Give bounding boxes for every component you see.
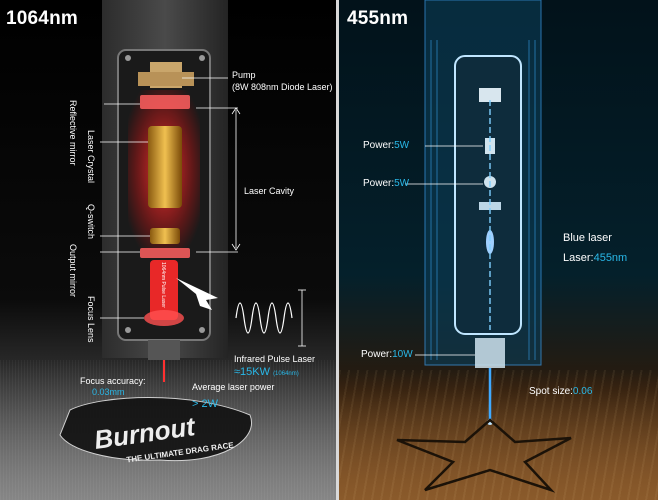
pump-label: Pump bbox=[232, 70, 256, 80]
prism bbox=[486, 230, 494, 254]
laser-cavity-bracket bbox=[231, 107, 241, 251]
power-2-label: Power:5W bbox=[363, 178, 410, 189]
focus-accuracy-label: Focus accuracy: bbox=[80, 376, 146, 386]
laser-cavity-label: Laser Cavity bbox=[244, 186, 295, 196]
power-3-label: Power:10W bbox=[361, 349, 413, 360]
power-1-value: 5W bbox=[394, 140, 410, 151]
blue-laser-label: Blue laser bbox=[563, 232, 612, 244]
spot-size-value: 0.06 bbox=[572, 386, 593, 397]
diode-mount bbox=[479, 88, 501, 102]
left-panel-1064nm: 1064nm Pump (8W 808nm Diode Laser) Refle… bbox=[0, 0, 336, 500]
focus-accuracy-value: 0.03mm bbox=[92, 387, 125, 397]
laser-wavelength-value: 455nm bbox=[593, 252, 628, 264]
pulse-laser-tube bbox=[150, 260, 178, 320]
focus-lens-shape bbox=[144, 310, 184, 326]
output-mirror-shape bbox=[140, 248, 190, 258]
infrared-pulse-label: Infrared Pulse Laser bbox=[234, 354, 316, 364]
engraved-star bbox=[396, 418, 572, 493]
laser-crystal-shape bbox=[148, 126, 182, 208]
average-power-label: Average laser power bbox=[192, 382, 275, 392]
nozzle bbox=[148, 340, 180, 360]
average-power-value: > 2W bbox=[192, 398, 218, 410]
wavelength-title-455: 455nm bbox=[347, 8, 409, 29]
engraving-logo bbox=[59, 397, 252, 462]
right-panel-455nm: 455nm Power:5W Power:5W Blue laser Laser… bbox=[339, 0, 658, 500]
blue-module-window bbox=[454, 55, 522, 335]
blue-laser-module-illustration bbox=[396, 0, 572, 493]
output-mirror-label: Output mirror bbox=[68, 244, 78, 298]
wavelength-title-1064: 1064nm bbox=[6, 8, 78, 29]
power-2-value: 5W bbox=[394, 178, 410, 189]
wood-surface bbox=[339, 370, 658, 500]
laser-wavelength-label: Laser:455nm bbox=[563, 252, 628, 264]
pulse-arrow bbox=[176, 278, 218, 310]
spot-size-label: Spot size:0.06 bbox=[529, 386, 593, 397]
pulse-tube-text: 1064nm Pulse Laser bbox=[160, 262, 166, 308]
focus-lens-label: Focus Lens bbox=[86, 296, 96, 343]
pulse-waveform bbox=[235, 302, 293, 334]
reflective-mirror-shape bbox=[140, 95, 190, 109]
power-1-label: Power:5W bbox=[363, 140, 410, 151]
power-3-value: 10W bbox=[392, 349, 413, 360]
blue-nozzle bbox=[475, 338, 505, 368]
laser-module-illustration bbox=[59, 0, 306, 462]
panel-divider bbox=[336, 0, 339, 500]
q-switch-label: Q-switch bbox=[86, 204, 96, 240]
leader-lines bbox=[100, 77, 238, 319]
laser-crystal-label: Laser Crystal bbox=[86, 130, 96, 184]
pump-sub-label: (8W 808nm Diode Laser) bbox=[232, 82, 333, 92]
peak-power-value: ≈15KW (1064nm) bbox=[234, 366, 299, 378]
q-switch-shape bbox=[150, 228, 180, 244]
reflective-mirror-label: Reflective mirror bbox=[68, 100, 78, 166]
